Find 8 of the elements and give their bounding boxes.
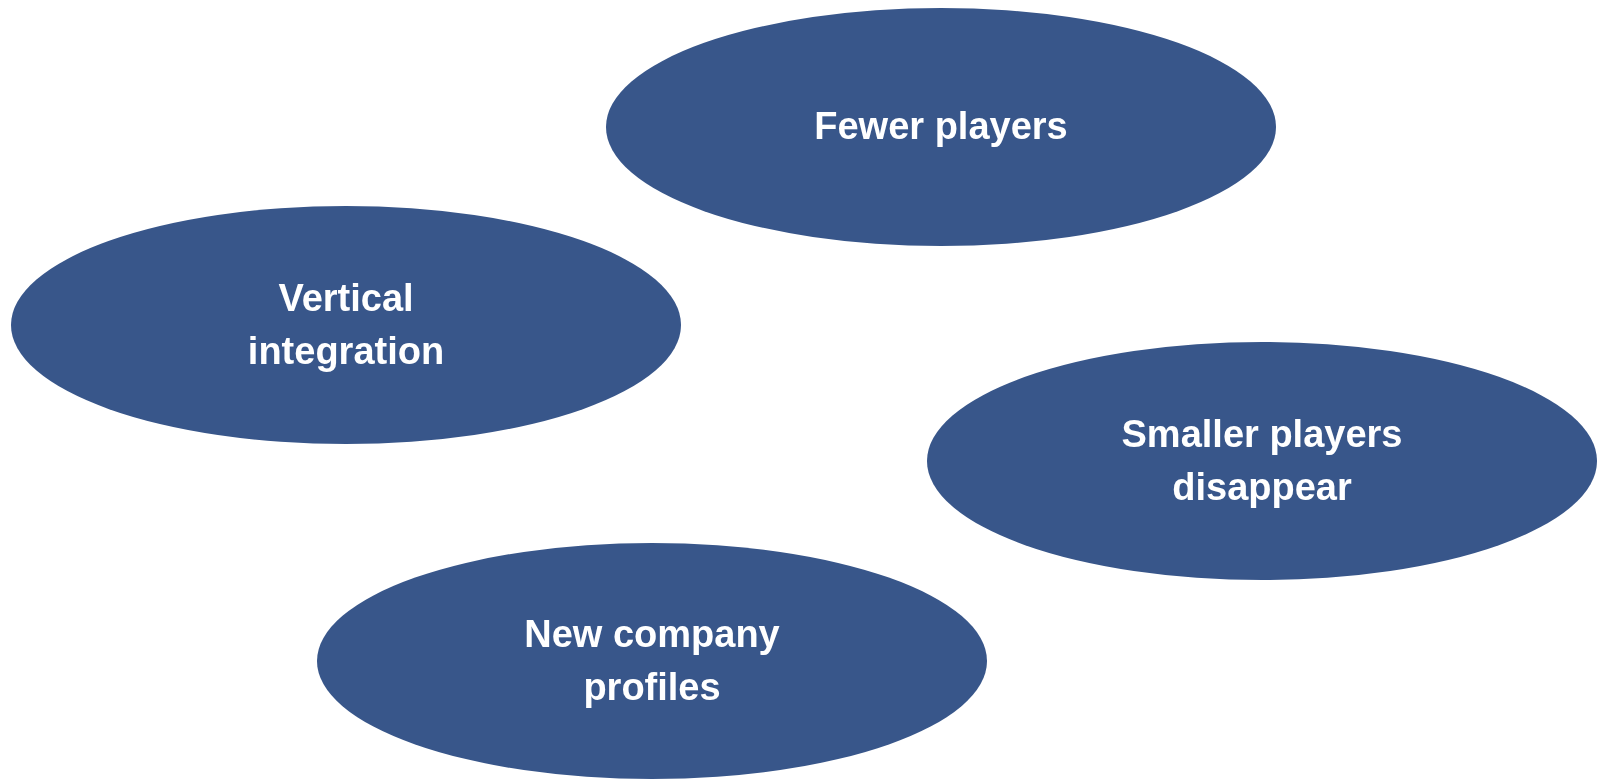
node-label: Vertical integration <box>246 275 446 374</box>
ellipse-node <box>10 205 682 445</box>
node-label: Fewer players <box>814 104 1068 150</box>
node-label: Smaller players disappear <box>1120 411 1404 510</box>
ellipse-node <box>605 7 1277 247</box>
ellipse-node <box>316 542 988 780</box>
node-label: New company profiles <box>523 611 781 710</box>
ellipse-node <box>926 341 1598 581</box>
